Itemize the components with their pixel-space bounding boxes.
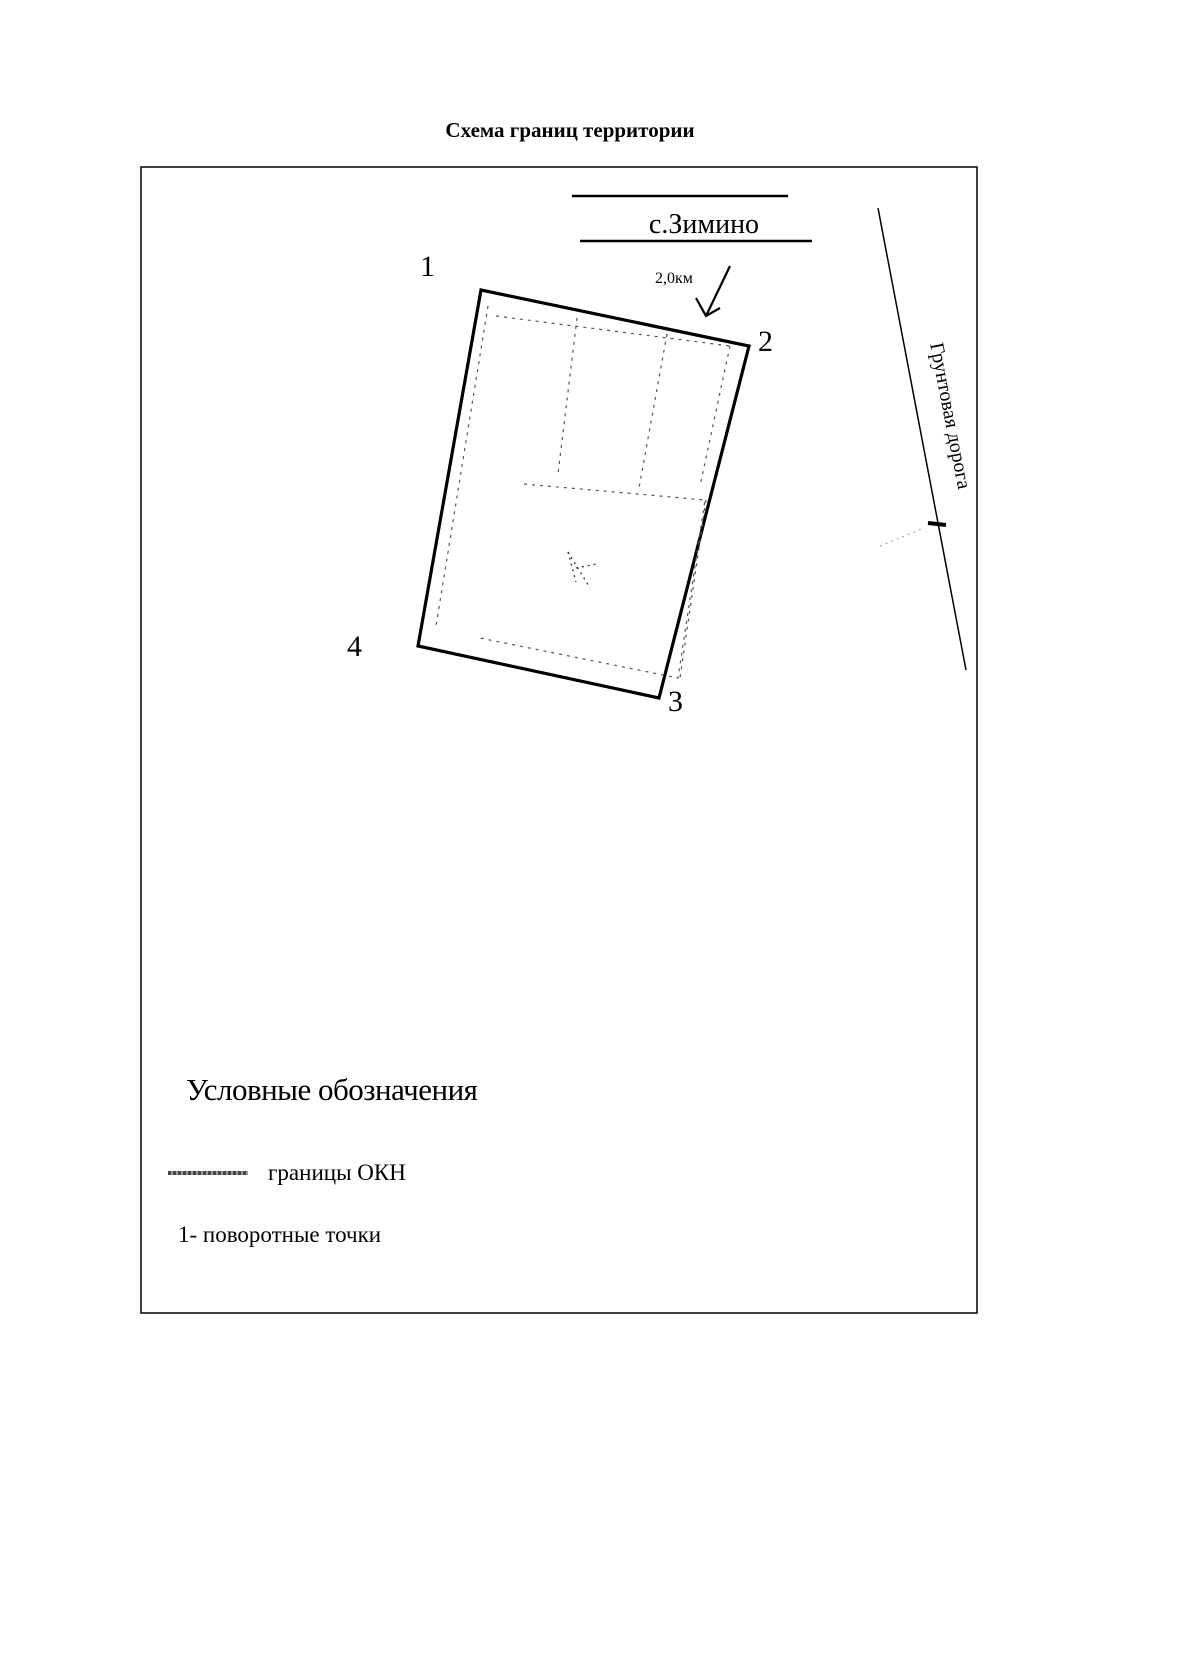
distance-label: 2,0км: [655, 270, 693, 287]
legend-boundary-line-icon: [168, 1171, 248, 1175]
road-mark: [927, 521, 947, 527]
parcel-boundary: [416, 288, 751, 700]
corner-point-2: 2: [758, 325, 773, 358]
frame-border: [140, 166, 978, 1314]
corner-point-1: 1: [420, 250, 435, 283]
corner-point-4: 4: [347, 630, 362, 663]
legend-boundary: границы ОКН: [168, 1160, 406, 1186]
page-title: Схема границ территории: [445, 118, 695, 142]
legend-boundary-label: границы ОКН: [268, 1160, 406, 1185]
scheme-frame: с.Зимино 2,0км Грунтовая дорога: [140, 166, 978, 1314]
legend-points-label: 1- поворотные точки: [178, 1222, 382, 1247]
settlement-label: с.Зимино: [649, 209, 759, 240]
parcel-inner-structures: [435, 305, 731, 679]
legend-title: Условные обозначения: [186, 1072, 478, 1107]
scheme-drawing: с.Зимино 2,0км Грунтовая дорога: [140, 166, 978, 1314]
direction-arrow-icon: [695, 265, 731, 318]
road-label: Грунтовая дорога: [925, 341, 975, 491]
corner-point-3: 3: [668, 685, 683, 718]
legend-points: 1- поворотные точки: [178, 1222, 381, 1248]
road-line: [877, 207, 967, 671]
